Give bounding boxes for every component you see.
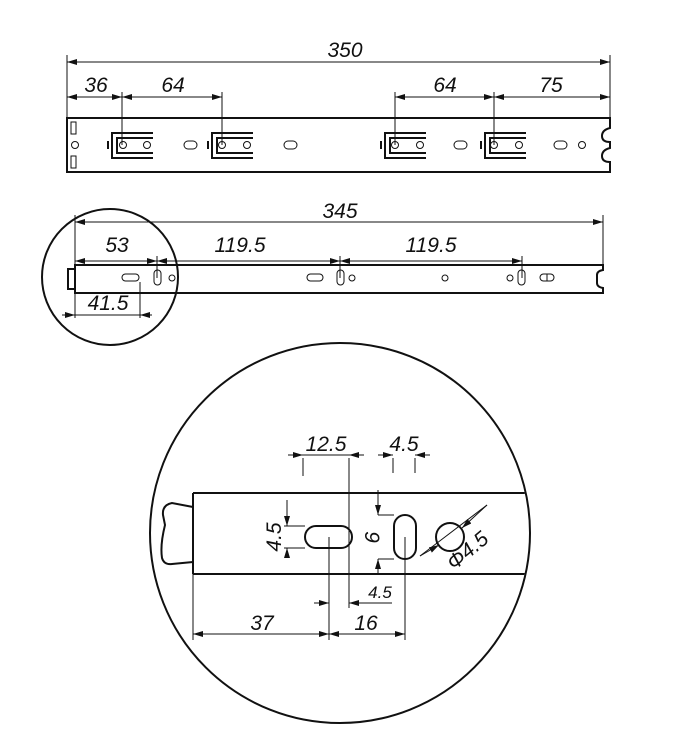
dim-12-5: 12.5 <box>306 433 347 456</box>
dim-4-5-slot-height: 4.5 <box>263 522 286 552</box>
side-rail-view: 345 53 119.5 119.5 41.5 <box>41 200 604 346</box>
round-hole <box>435 522 465 552</box>
dim-64-right: 64 <box>433 74 456 97</box>
dim-64-left: 64 <box>161 74 184 97</box>
top-rail-view: 350 36 64 64 75 <box>66 39 611 173</box>
dim-119-5-right: 119.5 <box>406 234 457 257</box>
dim-16: 16 <box>354 612 378 635</box>
detail-callout-circle <box>41 208 179 346</box>
dim-119-5-left: 119.5 <box>215 234 266 257</box>
dim-41-5: 41.5 <box>88 292 129 315</box>
dim-diameter-4-5: Φ4.5 <box>443 527 494 575</box>
dim-75: 75 <box>539 74 563 97</box>
dim-overall-345: 345 <box>322 200 357 223</box>
dim-36: 36 <box>84 74 108 97</box>
detail-view: 12.5 4.5 4.5 9 Φ4.5 4.5 37 16 <box>149 342 531 724</box>
dim-9: 9 <box>360 531 383 543</box>
mounting-brackets <box>107 132 526 159</box>
dim-37: 37 <box>250 612 275 635</box>
dim-53: 53 <box>105 234 129 257</box>
dim-4-5-slot-width: 4.5 <box>389 433 419 456</box>
dim-4-5-offset: 4.5 <box>368 583 392 602</box>
dim-overall-350: 350 <box>327 39 362 62</box>
